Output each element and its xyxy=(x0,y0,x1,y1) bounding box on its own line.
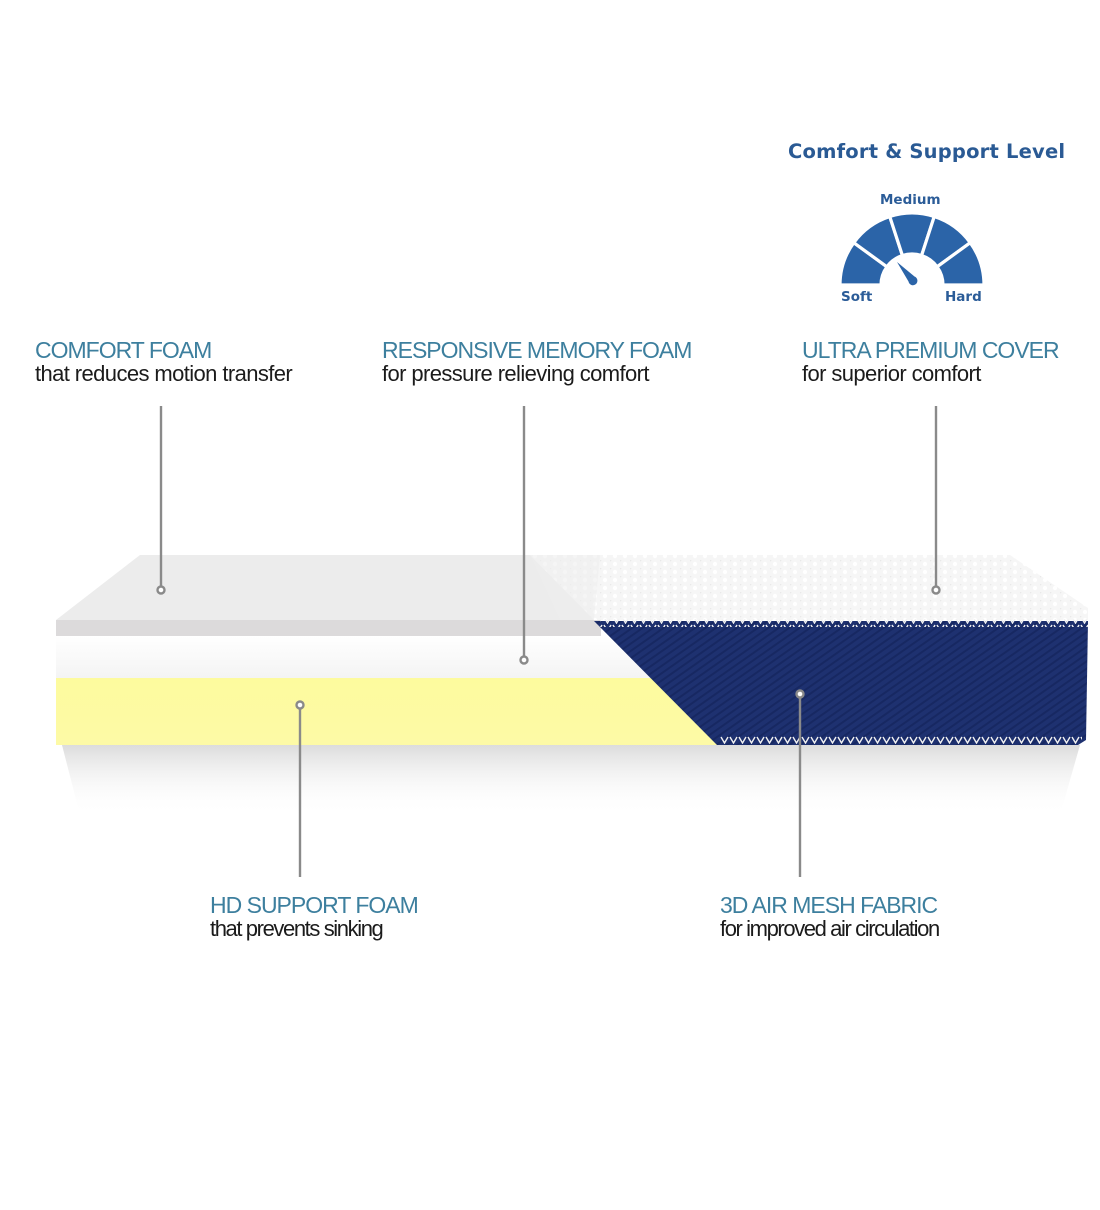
support-foam-layer xyxy=(56,678,726,745)
callout-subtext: for improved air circulation xyxy=(720,916,940,941)
callout-memory-foam: RESPONSIVE MEMORY FOAM for pressure reli… xyxy=(382,337,692,386)
callout-subtext: for pressure relieving comfort xyxy=(382,361,649,386)
callout-subtext: that reduces motion transfer xyxy=(35,361,293,386)
gauge-title: Comfort & Support Level xyxy=(788,140,1066,163)
mattress-cross-section-illustration xyxy=(56,555,1088,815)
cover-top xyxy=(530,555,1088,620)
callout-heading: ULTRA PREMIUM COVER xyxy=(802,337,1060,363)
comfort-foam-edge xyxy=(56,620,601,636)
callout-air-mesh-fabric: 3D AIR MESH FABRIC for improved air circ… xyxy=(720,892,940,941)
gauge-label-medium: Medium xyxy=(880,192,941,208)
gauge-label-soft: Soft xyxy=(841,289,873,305)
gauge-needle xyxy=(897,262,918,286)
callout-heading: COMFORT FOAM xyxy=(35,337,212,363)
callout-comfort-foam: COMFORT FOAM that reduces motion transfe… xyxy=(35,337,293,386)
callout-hd-support-foam: HD SUPPORT FOAM that prevents sinking xyxy=(210,892,419,941)
callout-heading: HD SUPPORT FOAM xyxy=(210,892,419,918)
callout-heading: 3D AIR MESH FABRIC xyxy=(720,892,938,918)
memory-foam-layer xyxy=(56,636,676,678)
gauge-label-hard: Hard xyxy=(945,289,982,305)
callout-subtext: that prevents sinking xyxy=(210,916,384,941)
callout-heading: RESPONSIVE MEMORY FOAM xyxy=(382,337,692,363)
mesh-fabric-side xyxy=(594,621,1088,745)
comfort-gauge-icon xyxy=(838,211,986,287)
callout-subtext: for superior comfort xyxy=(802,361,981,386)
comfort-foam-top xyxy=(56,555,600,620)
callout-premium-cover: ULTRA PREMIUM COVER for superior comfort xyxy=(802,337,1060,386)
